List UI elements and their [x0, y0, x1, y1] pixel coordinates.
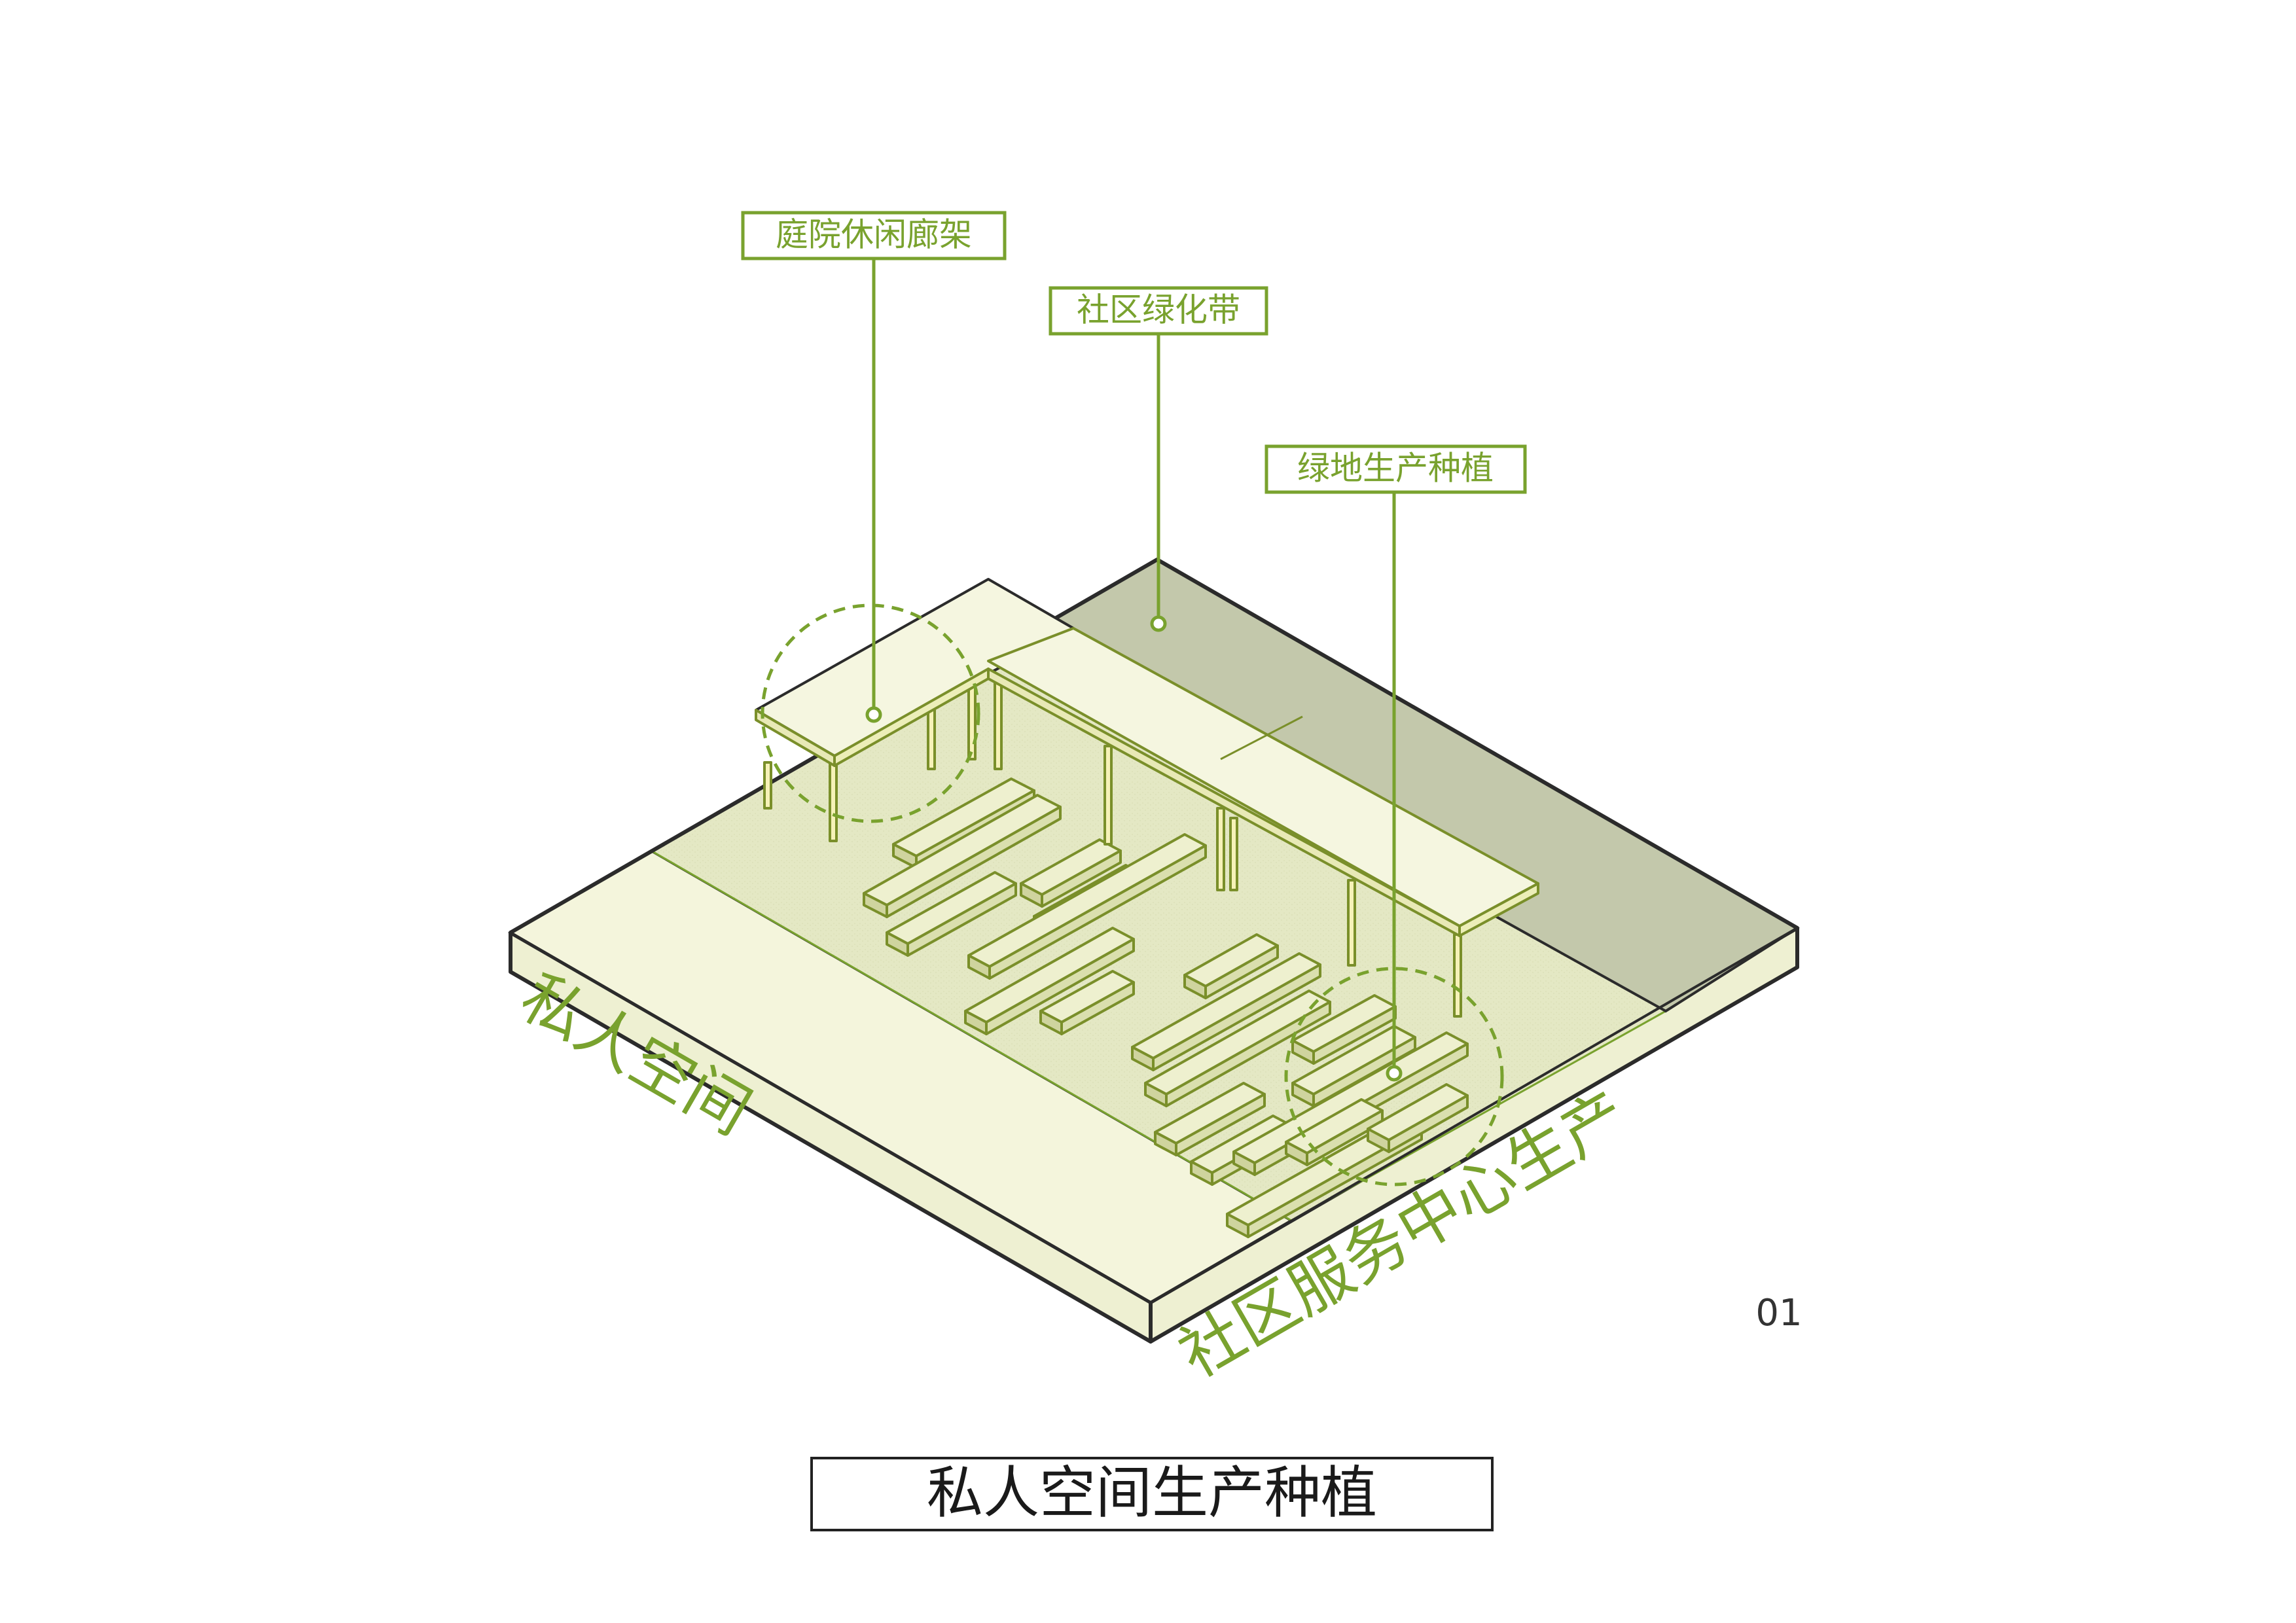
planting-highlight-circle [1284, 967, 1504, 1186]
planting-bed [1144, 990, 1331, 1107]
title-block: 私人空间生产种植 [810, 1457, 1494, 1531]
planting-bed [1367, 1083, 1469, 1153]
callout-greenbelt-box [1049, 286, 1268, 336]
greenbelt-anchor-dot [1150, 615, 1167, 632]
callout-anchor-dots [865, 615, 1403, 1082]
planting-bed [964, 927, 1135, 1035]
planting-beds [863, 777, 1469, 1238]
callout-greenbelt: 社区绿化带 [1049, 286, 1268, 336]
planting-anchor-dot [1386, 1065, 1403, 1082]
callout-pergola-label: 庭院休闲廊架 [776, 216, 972, 254]
planting-bed [1039, 970, 1135, 1035]
callout-greenbelt-label: 社区绿化带 [1077, 291, 1240, 329]
pergola [755, 578, 1539, 1018]
planting-bed [967, 833, 1207, 980]
callout-leaders [872, 259, 1396, 1073]
planting-bed [1183, 933, 1279, 999]
callout-planting: 绿地生产种植 [1265, 444, 1527, 494]
callout-planting-box [1265, 444, 1527, 494]
page-number: 01 [1755, 1292, 1802, 1334]
callout-pergola: 庭院休闲廊架 [741, 211, 1007, 260]
planting-bed [1020, 838, 1122, 908]
title-box [810, 1457, 1494, 1531]
callout-planting-label: 绿地生产种植 [1297, 450, 1494, 488]
planting-bed [863, 794, 1062, 918]
highlight-circles [761, 603, 1504, 1186]
planting-bed [1131, 952, 1321, 1071]
page-title: 私人空间生产种植 [927, 1460, 1377, 1525]
planting-bed [886, 871, 1017, 957]
pergola-highlight-circle [761, 603, 980, 823]
planting-bed [1154, 1082, 1266, 1156]
base-slab [508, 558, 1800, 1344]
callout-pergola-box [741, 211, 1007, 260]
pergola-anchor-dot [865, 706, 882, 723]
